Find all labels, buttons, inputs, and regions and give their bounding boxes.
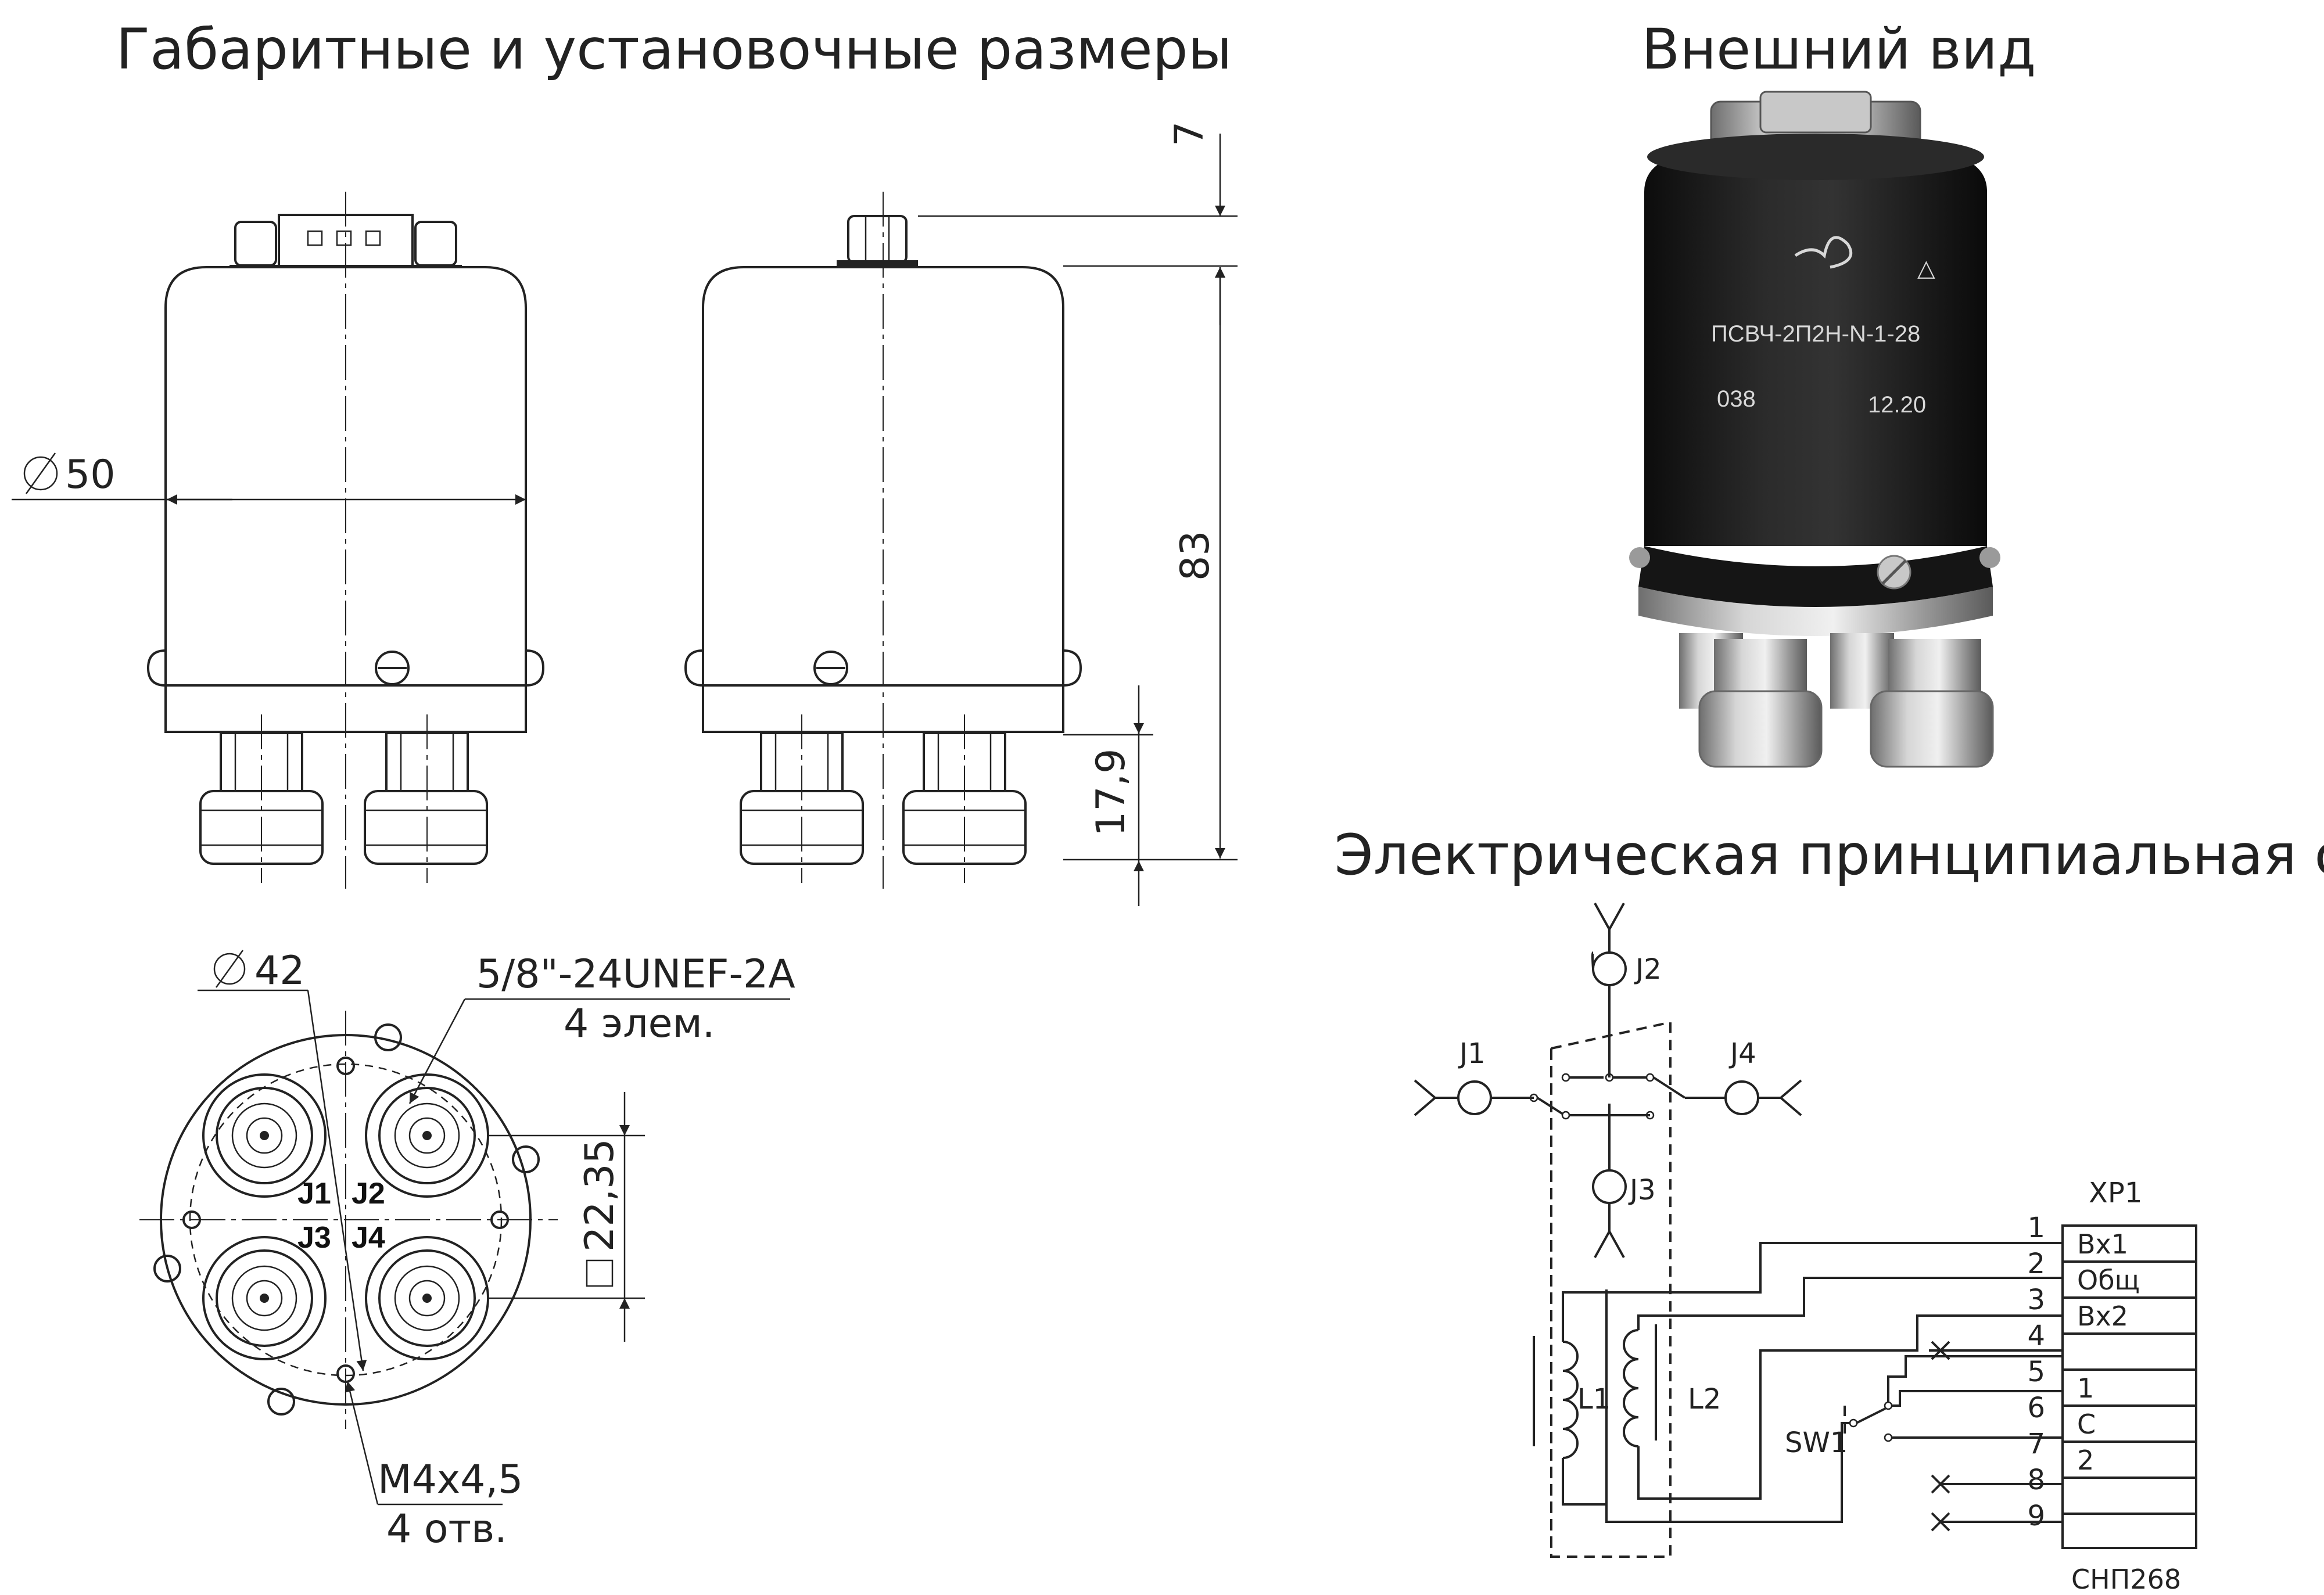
- pin-9: 9: [2027, 1500, 2045, 1532]
- pin-2-label: Общ: [2077, 1264, 2140, 1296]
- title-dimensions: Габаритные и установочные размеры: [116, 17, 1232, 82]
- dim-square-label: 22,35: [577, 1138, 623, 1252]
- schem-j1-label: J1: [1458, 1037, 1486, 1070]
- dim-thread: 5/8"-24UNEF-2A 4 элем.: [408, 951, 795, 1104]
- schem-connector-type: СНП268: [2071, 1564, 2181, 1595]
- schem-l2-label: L2: [1688, 1383, 1721, 1416]
- photo-number-label: 038: [1717, 386, 1756, 412]
- dim-thread-count-label: 4 элем.: [564, 1001, 715, 1047]
- pin-8: 8: [2027, 1464, 2045, 1496]
- dim-hole-label: M4x4,5: [378, 1457, 523, 1503]
- port-j4-label: J4: [352, 1221, 385, 1255]
- photo-model-label: ПСВЧ-2П2Н-N-1-28: [1711, 321, 1920, 347]
- port-j2-label: J2: [352, 1177, 385, 1210]
- dim-diameter-50: 50: [12, 452, 526, 505]
- pin-7-label: С: [2077, 1409, 2096, 1440]
- dim-total-height-label: 83: [1172, 530, 1218, 581]
- photo-triangle-mark: △: [1917, 256, 1935, 281]
- pin-3: 3: [2027, 1284, 2045, 1316]
- dim-diameter-body-label: 50: [65, 452, 116, 498]
- title-appearance: Внешний вид: [1642, 17, 2036, 82]
- pin-6-label: 1: [2077, 1373, 2094, 1404]
- port-j3-connector: [202, 1236, 327, 1360]
- pin-4: 4: [2027, 1320, 2045, 1352]
- port-j4-connector: [365, 1236, 489, 1360]
- schematic: J2 J3 J1 J4: [1414, 903, 2197, 1595]
- pin-3-label: Вх2: [2077, 1301, 2128, 1332]
- side-view: [684, 192, 1082, 889]
- schem-j2-label: J2: [1634, 953, 1662, 986]
- dim-diameter-42: 42: [198, 948, 367, 1371]
- dim-hole-count-label: 4 отв.: [386, 1506, 507, 1552]
- dim-thread-label: 5/8"-24UNEF-2A: [476, 951, 795, 997]
- product-photo: △ ПСВЧ-2П2Н-N-1-28 038 12.20: [1629, 91, 2000, 768]
- dim-square: 22,35: [488, 1092, 645, 1342]
- bottom-view: J1 J2 J3 J4: [139, 1011, 558, 1429]
- pin-1: 1: [2027, 1212, 2045, 1244]
- port-j1-label: J1: [297, 1177, 331, 1210]
- schem-connector-label: XP1: [2089, 1177, 2142, 1209]
- dim-bolt-diameter-label: 42: [254, 948, 305, 994]
- dim-vertical: 7 83 17,9: [918, 121, 1238, 906]
- pin-2: 2: [2027, 1248, 2045, 1280]
- schem-j4-label: J4: [1728, 1037, 1756, 1070]
- port-j1-connector: [202, 1073, 327, 1198]
- front-view: [146, 192, 545, 889]
- schem-sw1-label: SW1: [1785, 1427, 1848, 1459]
- dim-connector-height-label: 17,9: [1088, 749, 1134, 836]
- dim-top-height-label: 7: [1167, 121, 1213, 146]
- pin-1-label: Вх1: [2077, 1228, 2128, 1260]
- pin-6: 6: [2027, 1392, 2045, 1424]
- pin-5: 5: [2027, 1356, 2045, 1388]
- port-j3-label: J3: [297, 1221, 331, 1255]
- pin-7: 7: [2027, 1428, 2045, 1460]
- dim-holes: M4x4,5 4 отв.: [345, 1381, 523, 1552]
- photo-date-label: 12.20: [1868, 392, 1926, 418]
- schem-j3-label: J3: [1628, 1174, 1656, 1206]
- title-schematic: Электрическая принципиальная схема: [1335, 822, 2324, 888]
- schem-l1-label: L1: [1577, 1383, 1611, 1416]
- pin-8-label: 2: [2077, 1445, 2094, 1476]
